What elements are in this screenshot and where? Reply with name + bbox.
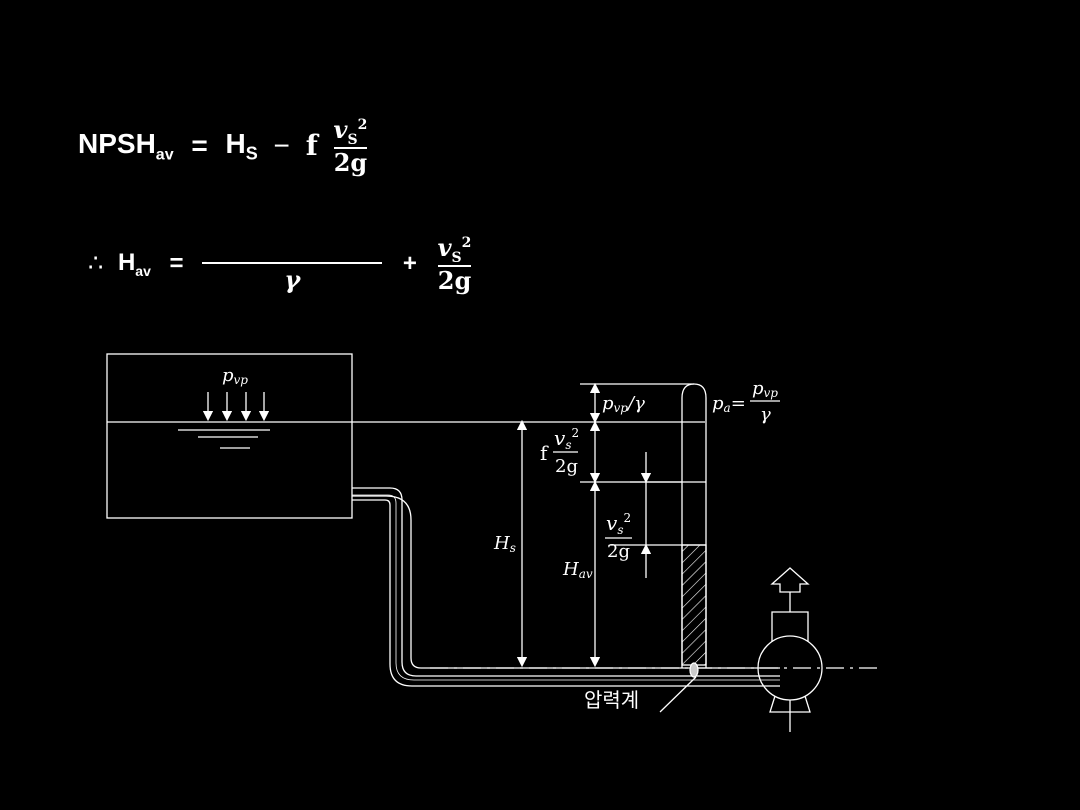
pressure-gauge-tap bbox=[689, 662, 699, 678]
velocity-head-fraction: vS2 2g bbox=[437, 233, 472, 295]
equation-npsh: NPSHav = HS − f vS2 2g bbox=[78, 115, 368, 177]
velocity-symbol: v bbox=[437, 233, 452, 262]
suction-pipe bbox=[352, 487, 780, 677]
friction-coef-label: f bbox=[540, 441, 549, 465]
minus-sign: − bbox=[273, 130, 290, 162]
velocity-head-denominator: 2g bbox=[607, 541, 630, 562]
tank-pressure-label: pvp bbox=[222, 365, 248, 387]
gamma-denominator: γ bbox=[202, 262, 383, 292]
pressure-gauge-label: 압력계 bbox=[584, 688, 639, 712]
atmospheric-pressure-label: pa= bbox=[712, 393, 746, 415]
velocity-symbol: v bbox=[333, 115, 348, 144]
plus-sign: + bbox=[402, 250, 417, 278]
equals-sign: = bbox=[191, 130, 208, 162]
manometer-fluid bbox=[681, 544, 707, 666]
denominator-2g: 2g bbox=[333, 146, 368, 177]
friction-coefficient: f bbox=[305, 129, 318, 163]
velocity-head-numerator: vs2 bbox=[606, 511, 631, 537]
tank bbox=[106, 353, 353, 519]
pump-discharge-arrow bbox=[770, 567, 810, 593]
npsh-symbol: NPSHav bbox=[78, 127, 174, 164]
hs-label: Hs bbox=[493, 533, 516, 555]
therefore-symbol: ∴ bbox=[88, 250, 104, 278]
pa-numerator: pvp bbox=[752, 378, 778, 400]
hav-symbol: Hav bbox=[117, 249, 151, 279]
denominator-2g: 2g bbox=[437, 264, 472, 295]
hav-label: Hav bbox=[562, 559, 593, 581]
friction-velocity-denominator: 2g bbox=[555, 456, 578, 477]
velocity-head-fraction: vS2 2g bbox=[333, 115, 368, 177]
friction-velocity-numerator: vs2 bbox=[554, 426, 579, 452]
pa-denominator: γ bbox=[760, 404, 771, 425]
pvp-gamma-label: pvp/γ bbox=[602, 393, 645, 415]
pressure-head-fraction: γ bbox=[202, 236, 383, 292]
hs-symbol: HS bbox=[225, 128, 258, 164]
equation-hav: ∴ Hav = γ + vS2 2g bbox=[88, 233, 472, 295]
equals-sign: = bbox=[169, 250, 184, 278]
